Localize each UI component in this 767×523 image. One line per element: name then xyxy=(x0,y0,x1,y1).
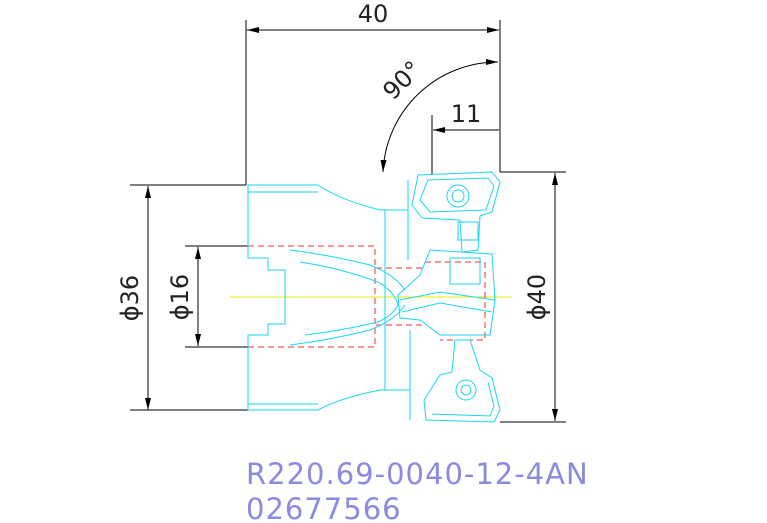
bottom-insert-inner xyxy=(431,381,495,417)
body-diameter-value: ϕ36 xyxy=(116,275,144,321)
body-bottom-profile xyxy=(317,389,411,420)
top-insert-screw xyxy=(446,184,470,208)
chip-flute-lower xyxy=(289,304,406,346)
angle-arc xyxy=(380,58,499,173)
middle-insert-edge-2 xyxy=(401,302,493,313)
hidden-bore-bottom xyxy=(248,324,425,348)
order-code: 02677566 xyxy=(246,492,402,523)
bore-diameter-value: ϕ16 xyxy=(166,274,194,320)
bottom-insert-screw-inner xyxy=(460,384,472,396)
top-insert-inner xyxy=(419,177,495,213)
top-insert xyxy=(411,171,501,253)
middle-clamp-block xyxy=(449,257,481,285)
cutting-diameter-value: ϕ40 xyxy=(523,274,551,320)
middle-insert-edge xyxy=(399,291,496,301)
shank-outline xyxy=(247,184,318,411)
dimension-lines xyxy=(130,20,566,423)
hidden-insert-pocket xyxy=(425,261,486,341)
top-clamp-block xyxy=(457,221,479,241)
chip-flute-upper xyxy=(289,249,406,291)
middle-insert xyxy=(397,249,496,336)
length-value: 40 xyxy=(358,0,389,28)
bottom-insert-screw xyxy=(455,379,477,401)
bottom-insert xyxy=(423,339,501,423)
top-insert-screw-inner xyxy=(451,189,465,203)
angle-value: 90° xyxy=(377,55,427,105)
tool-outline xyxy=(247,171,501,423)
chip-flute-inner xyxy=(299,261,399,336)
body-top-profile xyxy=(317,180,409,211)
part-number: R220.69-0040-12-4AN xyxy=(246,457,589,491)
offset-value: 11 xyxy=(451,100,482,128)
hidden-bore-top xyxy=(248,245,425,269)
